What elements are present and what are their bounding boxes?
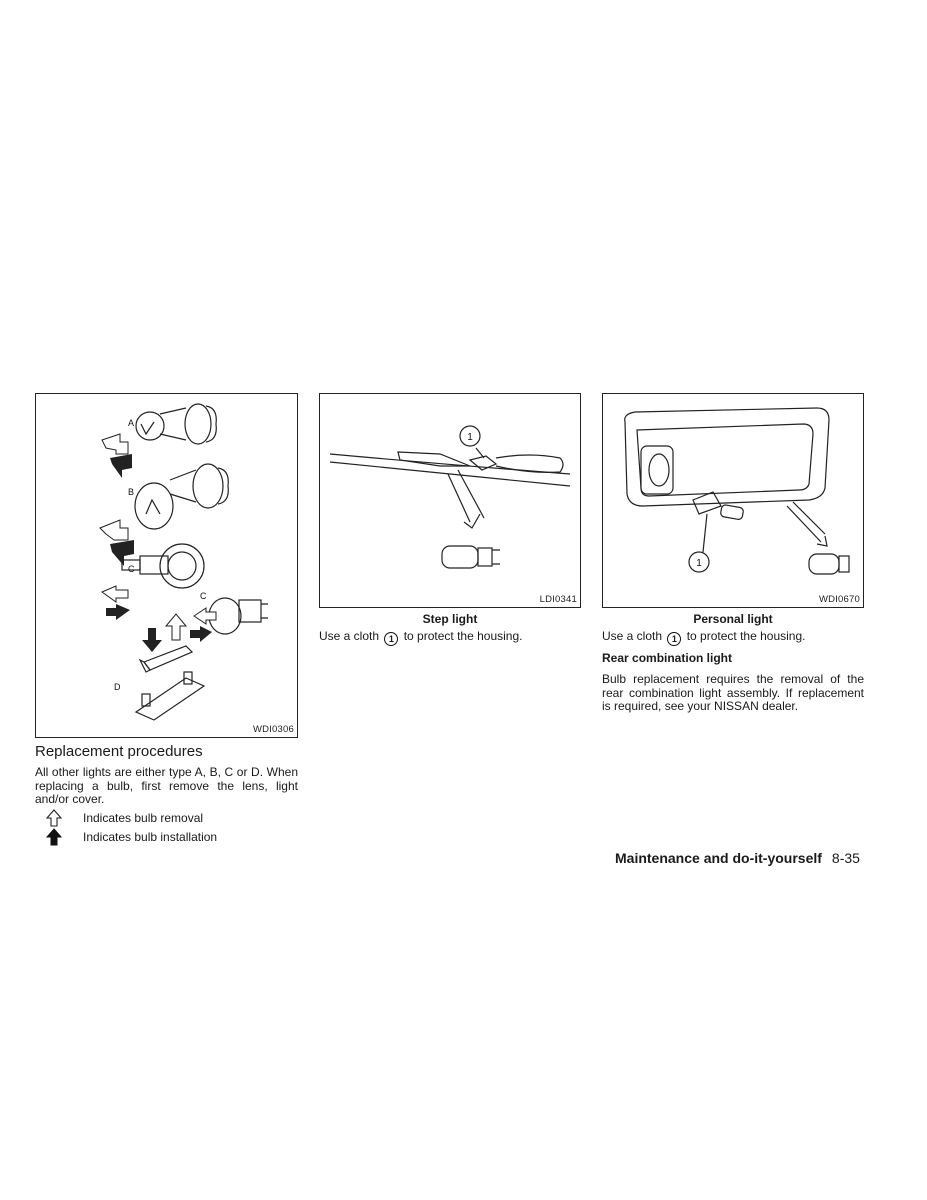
- figure-code: WDI0306: [252, 724, 294, 735]
- legend-installation: Indicates bulb installation: [46, 828, 298, 846]
- callout-1: 1: [696, 558, 702, 569]
- callout-1-marker: 1: [667, 632, 682, 646]
- label-b: B: [128, 487, 134, 497]
- page-footer: Maintenance and do-it-yourself 8-35: [615, 850, 860, 866]
- label-c2: C: [200, 591, 207, 601]
- instruction-text-after: to protect the housing.: [403, 629, 523, 643]
- instruction-text-after: to protect the housing.: [686, 629, 806, 643]
- personal-light-caption: Personal light: [693, 612, 773, 626]
- figure-code: LDI0341: [539, 594, 577, 605]
- label-d: D: [114, 682, 121, 692]
- legend-removal-label: Indicates bulb removal: [83, 811, 204, 825]
- step-light-illustration: 1: [329, 425, 571, 569]
- bulb-types-figure: A B C C D WDI0306: [35, 393, 298, 738]
- label-a: A: [128, 418, 134, 428]
- instruction-text-before: Use a cloth: [319, 629, 380, 643]
- personal-light-illustration: 1: [624, 407, 850, 575]
- rear-combination-light-text: Bulb replacement requires the removal of…: [602, 672, 864, 713]
- rear-combination-light-heading: Rear combination light: [602, 651, 733, 665]
- section-title: Maintenance and do-it-yourself: [615, 850, 822, 866]
- legend-installation-label: Indicates bulb installation: [83, 830, 218, 844]
- label-c: C: [128, 564, 135, 574]
- personal-light-instruction: Use a cloth 1 to protect the housing.: [602, 629, 864, 646]
- step-light-figure: 1 LDI0341: [319, 393, 581, 608]
- replacement-procedures-heading: Replacement procedures: [35, 743, 203, 760]
- page-number: 8-35: [831, 850, 860, 866]
- personal-light-figure: 1 WDI0670: [602, 393, 864, 608]
- replacement-procedures-text: All other lights are either type A, B, C…: [35, 765, 298, 806]
- step-light-caption: Step light: [422, 612, 478, 626]
- outline-arrow-icon: [46, 809, 62, 827]
- solid-arrow-icon: [46, 828, 62, 846]
- legend-removal: Indicates bulb removal: [46, 809, 298, 827]
- bulb-types-illustration: A B C C D: [99, 403, 268, 721]
- callout-1: 1: [467, 432, 473, 443]
- figure-code: WDI0670: [818, 594, 860, 605]
- instruction-text-before: Use a cloth: [602, 629, 663, 643]
- step-light-instruction: Use a cloth 1 to protect the housing.: [319, 629, 581, 646]
- callout-1-marker: 1: [384, 632, 399, 646]
